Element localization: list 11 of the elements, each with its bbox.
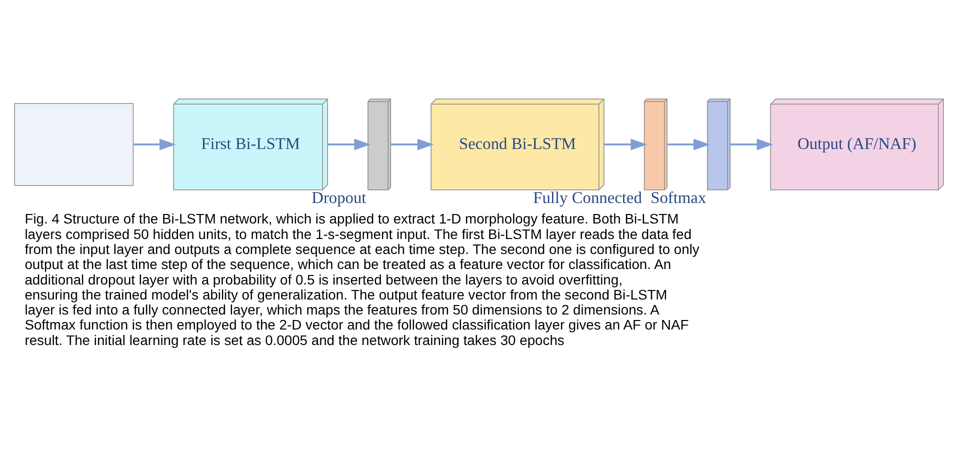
node-label: Softmax (650, 188, 706, 207)
node-label: Dropout (312, 188, 366, 207)
arrow (390, 138, 434, 150)
arrow (134, 138, 176, 150)
node-label: Fully Connected (533, 188, 642, 207)
arrow (667, 138, 710, 150)
arrow (730, 138, 774, 150)
arrow (328, 138, 371, 150)
caption: Fig. 4 Structure of the Bi-LSTM network, which is applied to extract 1-D morphology feature. Both Bi-LSTM layers comprised 50 hidden units, to match the 1-s-segment input. The first Bi-LSTM layer reads the data fed from the input layer and outputs a complete sequence at each time step. The second one is configured to only output at the last time step of the sequence, which can be treated as a feature vector for classification. An additional dropout layer with a probability of 0.5 is inserted between the layers to avoid overfitting, ensuring the trained model's ability of generalization. The output feature vector from the second Bi-LSTM layer is fed into a fully connected layer, which maps the features from 50 dimensions to 2 dimensions. A Softmax function is then employed to the 2-D vector and the followed classification layer gives an AF or NAF result. The initial learning rate is set as 0.0005 and the network training takes 30 epochs (24, 210, 700, 348)
arrow (604, 138, 648, 150)
node-box (14, 102, 134, 186)
